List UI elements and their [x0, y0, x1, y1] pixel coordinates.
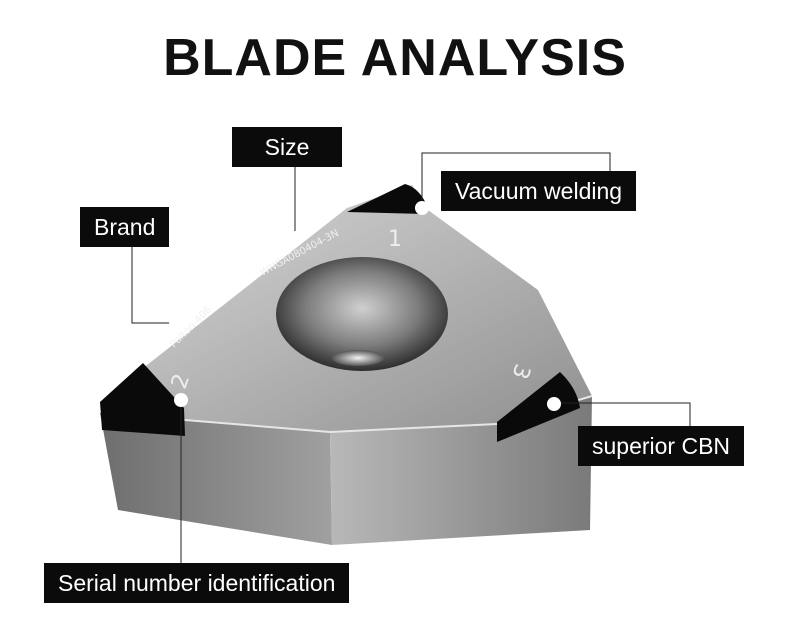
marker-serial: [174, 393, 188, 407]
corner-number-1: 1: [388, 227, 402, 252]
leader-vacuum: [421, 152, 611, 207]
callout-serial-number: Serial number identification: [44, 563, 350, 603]
callout-superior-cbn: superior CBN: [578, 426, 745, 466]
cbn-tip-top: [347, 184, 428, 214]
page-title: BLADE ANALYSIS: [163, 29, 627, 87]
cbn-tip-left: [100, 363, 185, 436]
marker-vacuum: [415, 201, 429, 215]
marker-size: [288, 231, 302, 245]
callout-size: Size: [232, 127, 342, 167]
insert-side-left: [100, 413, 332, 545]
marker-brand: [169, 317, 183, 331]
callout-vacuum-welding: Vacuum welding: [441, 171, 637, 211]
leader-cbn: [555, 402, 691, 426]
center-hole: [276, 257, 448, 371]
insert-side-right: [330, 396, 592, 545]
marker-cbn: [547, 397, 561, 411]
leader-brand: [131, 246, 175, 324]
callout-brand: Brand: [80, 207, 170, 247]
cbn-tip-right: [497, 372, 580, 442]
